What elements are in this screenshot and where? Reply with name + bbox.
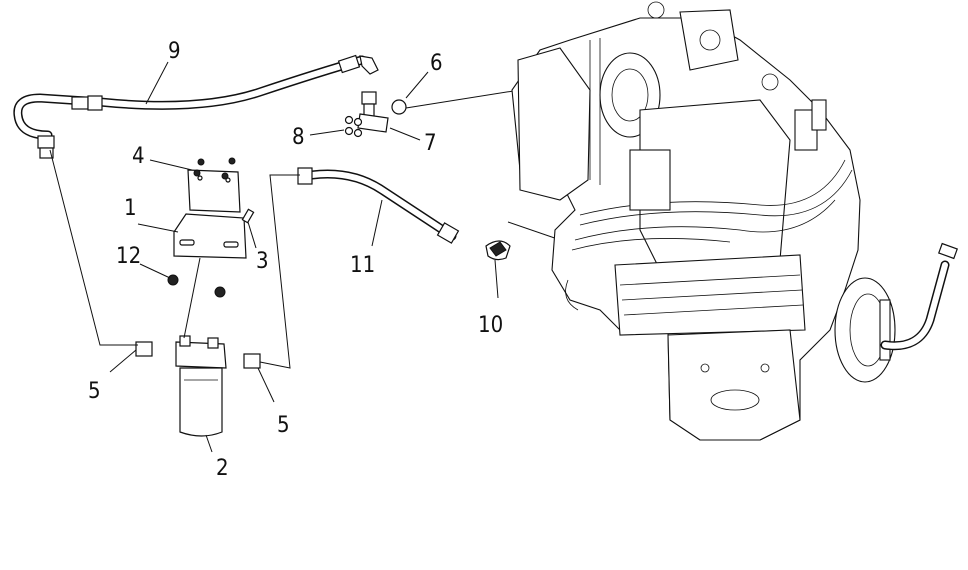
callout-2: 2 — [216, 456, 229, 481]
callout-12: 12 — [116, 244, 141, 269]
callouts: 1 2 3 4 5 5 6 7 8 9 10 11 12 — [88, 39, 503, 481]
callout-11: 11 — [350, 253, 375, 278]
callout-8: 8 — [292, 125, 305, 150]
callout-5-left: 5 — [88, 379, 101, 404]
hose-9 — [13, 54, 379, 159]
bracket-1 — [167, 157, 255, 298]
fittings-5 — [135, 341, 261, 369]
callout-6: 6 — [430, 51, 443, 76]
callout-9: 9 — [168, 39, 181, 64]
fitting-assembly — [344, 91, 407, 138]
callout-7: 7 — [424, 131, 437, 156]
transmission-assembly — [511, 1, 958, 441]
filter-2 — [175, 335, 227, 437]
callout-1: 1 — [124, 196, 137, 221]
callout-5-right: 5 — [277, 413, 290, 438]
callout-4: 4 — [132, 144, 145, 169]
callout-3: 3 — [256, 249, 269, 274]
hose-11 — [297, 167, 460, 244]
clamp-10 — [485, 240, 511, 261]
callout-10: 10 — [478, 313, 503, 338]
